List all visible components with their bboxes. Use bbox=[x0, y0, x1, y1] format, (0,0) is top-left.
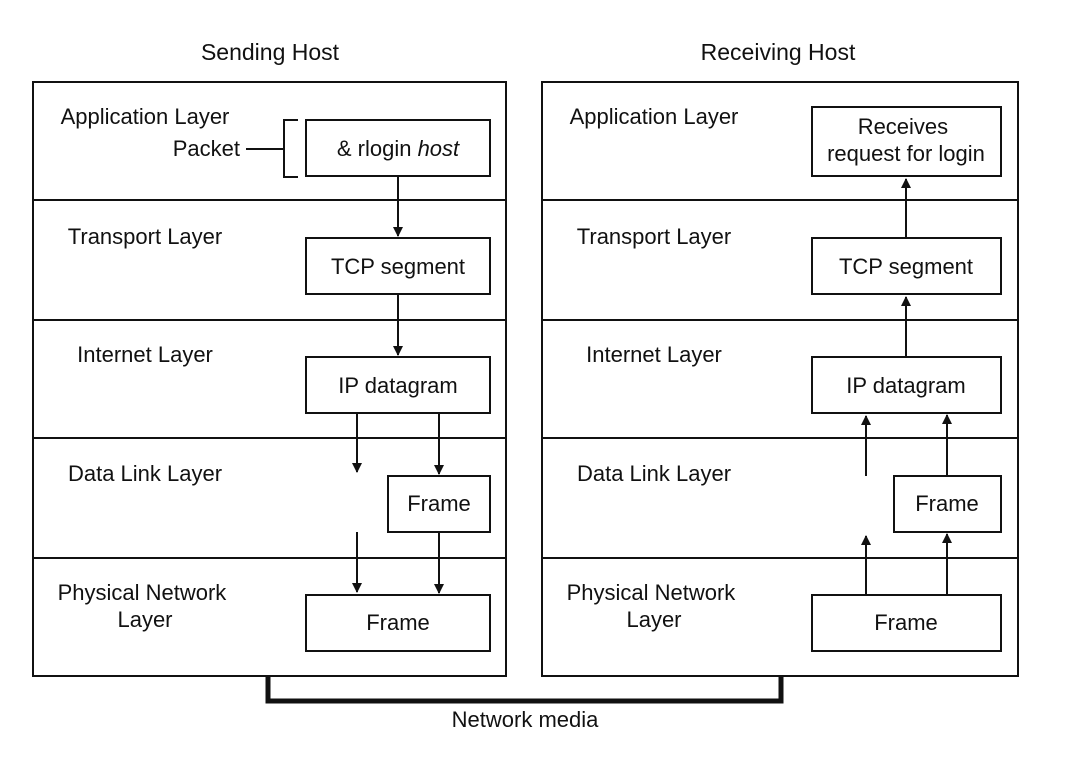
sending-physical-layer-label: Physical Network Layer bbox=[58, 580, 233, 632]
packet-label: Packet bbox=[173, 136, 240, 161]
receiving-physical-layer-label: Physical Network Layer bbox=[567, 580, 742, 632]
receiving-ip-datagram-box bbox=[811, 356, 1002, 414]
sending-ip-datagram-text: IP datagram bbox=[338, 373, 457, 398]
receiving-internet-layer-label: Internet Layer bbox=[586, 342, 722, 367]
sending-host-title: Sending Host bbox=[201, 39, 340, 65]
sending-application-layer-label: Application Layer bbox=[61, 104, 230, 129]
sending-datalink-frame-text: Frame bbox=[407, 491, 471, 516]
sending-physical-frame-box bbox=[305, 594, 491, 652]
sending-tcp-segment-box bbox=[305, 237, 491, 295]
packet-brace bbox=[283, 119, 298, 178]
rlogin-host-text: & rlogin host bbox=[337, 136, 460, 161]
sending-transport-layer-label: Transport Layer bbox=[68, 224, 222, 249]
receiving-transport-layer-label: Transport Layer bbox=[577, 224, 731, 249]
receiving-tcp-segment-box bbox=[811, 237, 1002, 295]
sending-ip-datagram-box bbox=[305, 356, 491, 414]
receiving-host-title: Receiving Host bbox=[701, 39, 856, 65]
receives-login-text: Receives request for login bbox=[827, 114, 985, 166]
network-media-connector bbox=[265, 676, 784, 704]
receiving-tcp-segment-text: TCP segment bbox=[839, 254, 973, 279]
receiving-physical-frame-text: Frame bbox=[874, 610, 938, 635]
sending-datalink-layer-label: Data Link Layer bbox=[68, 461, 222, 486]
sending-internet-layer-label: Internet Layer bbox=[77, 342, 213, 367]
sending-datalink-frame-box bbox=[387, 475, 491, 533]
receiving-application-layer-label: Application Layer bbox=[570, 104, 739, 129]
receiving-datalink-layer-label: Data Link Layer bbox=[577, 461, 731, 486]
receiving-login-request-box bbox=[811, 106, 1002, 177]
sending-tcp-segment-text: TCP segment bbox=[331, 254, 465, 279]
sending-physical-frame-text: Frame bbox=[366, 610, 430, 635]
sending-rlogin-box bbox=[305, 119, 491, 177]
receiving-ip-datagram-text: IP datagram bbox=[846, 373, 965, 398]
network-media-label: Network media bbox=[452, 707, 599, 732]
packet-bracket bbox=[246, 119, 298, 178]
receiving-host-stack bbox=[541, 81, 1019, 677]
receiving-physical-frame-box bbox=[811, 594, 1002, 652]
receiving-datalink-frame-text: Frame bbox=[915, 491, 979, 516]
